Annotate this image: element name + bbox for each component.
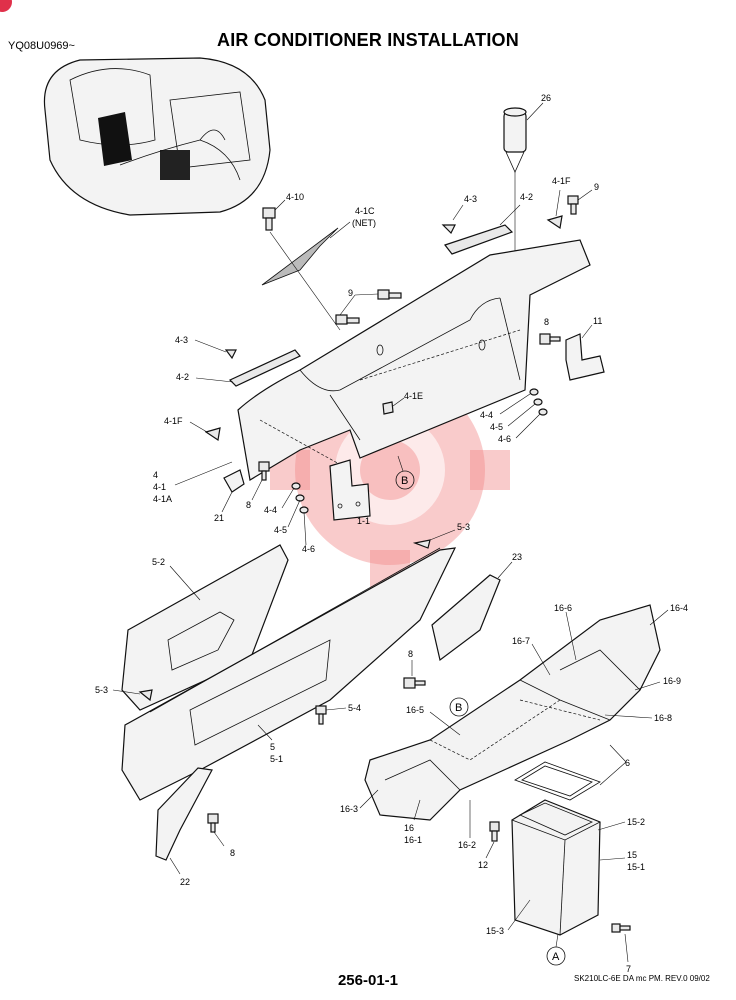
callout-4-1f-left: 4-1F [164, 416, 183, 426]
reference-a: A [552, 951, 560, 963]
callout-7: 7 [626, 964, 631, 974]
callout-4-6-left: 4-6 [302, 544, 315, 554]
bolt-8-middle: 8 [403, 649, 426, 689]
callout-16-5: 16-5 [406, 705, 424, 715]
callout-23: 23 [512, 552, 522, 562]
callout-4-3-left: 4-3 [175, 335, 188, 345]
callout-4-6-right: 4-6 [498, 434, 511, 444]
callout-4-1e: 4-1E [404, 391, 423, 401]
bracket-11: 8 11 [539, 316, 605, 381]
bracket-1-1: 1-1 B [329, 455, 415, 526]
bracket-23: 23 [431, 552, 522, 662]
callout-4-1: 4-1 [153, 482, 166, 492]
callout-15-2: 15-2 [627, 817, 645, 827]
callout-21: 21 [214, 513, 224, 523]
callout-15-3: 15-3 [486, 926, 504, 936]
callout-4-2-left: 4-2 [176, 372, 189, 382]
callout-4-3-upper: 4-3 [464, 194, 477, 204]
bracket-22: 8 22 [155, 767, 235, 887]
callout-5: 5 [270, 742, 275, 752]
callout-16-9: 16-9 [663, 676, 681, 686]
callout-8-right: 8 [544, 317, 549, 327]
callout-16-2: 16-2 [458, 840, 476, 850]
document-code: YQ08U0969~ [8, 40, 75, 52]
bolts-9: 9 [335, 288, 402, 325]
callout-4-1a: 4-1A [153, 494, 172, 504]
callout-4-4-right: 4-4 [480, 410, 493, 420]
page-number: 256-01-1 [337, 972, 399, 989]
callout-5-4: 5-4 [348, 703, 361, 713]
air-duct-16: 16-6 16-4 16-7 16-9 16-8 16-5 B 16-3 16 … [340, 603, 688, 850]
left-fixings: 4-1F 4 4-1 4-1A 21 8 [153, 416, 270, 523]
washers-left: 4-4 4-5 4-6 [264, 482, 315, 554]
callout-5-3-upper: 5-3 [457, 522, 470, 532]
callout-5-2: 5-2 [152, 557, 165, 567]
callout-16-1: 16-1 [404, 835, 422, 845]
washers-right: 4-4 4-5 4-6 [480, 388, 548, 444]
callout-11: 11 [593, 316, 602, 326]
reference-b-lower: B [455, 702, 462, 714]
reference-b-upper: B [401, 475, 408, 487]
callout-16-6: 16-6 [554, 603, 572, 613]
gaskets-6: 6 [514, 744, 630, 801]
callout-8-lower: 8 [230, 848, 235, 858]
filter-net-4-1c: 4-1C (NET) [261, 206, 376, 286]
callout-26: 26 [541, 93, 551, 103]
callout-4-5-right: 4-5 [490, 422, 503, 432]
callout-16-3: 16-3 [340, 804, 358, 814]
callout-12: 12 [478, 860, 488, 870]
callout-1-1: 1-1 [357, 516, 370, 526]
callout-8-left-upper: 8 [246, 500, 251, 510]
screw-7: 7 [611, 923, 631, 974]
callout-5-3-lower: 5-3 [95, 685, 108, 695]
callout-4-2-upper: 4-2 [520, 192, 533, 202]
callout-4-1c: 4-1C [355, 206, 375, 216]
sealant-tube-26: 26 [503, 93, 551, 255]
callout-4: 4 [153, 470, 158, 480]
screw-5-4: 5-4 [315, 703, 361, 725]
grommet-4-1e: 4-1E [382, 391, 423, 415]
callout-4-4-left: 4-4 [264, 505, 277, 515]
page-title: AIR CONDITIONER INSTALLATION [217, 30, 519, 50]
cover-plate-4-2-upper: 4-2 4-3 4-1F 9 [441, 176, 599, 255]
callout-net: (NET) [352, 218, 376, 228]
callout-16-4: 16-4 [670, 603, 688, 613]
blower-housing-4 [237, 239, 591, 481]
footer-note: SK210LC-6E DA mc PM. REV.0 09/02 [574, 974, 710, 983]
callout-6: 6 [625, 758, 630, 768]
corner-badge [0, 0, 12, 12]
callout-4-10: 4-10 [286, 192, 304, 202]
callout-15: 15 [627, 850, 637, 860]
callout-22: 22 [180, 877, 190, 887]
screw-12: 12 [478, 821, 500, 870]
callout-4-1f-upper: 4-1F [552, 176, 571, 186]
callout-16: 16 [404, 823, 414, 833]
callout-5-1: 5-1 [270, 754, 283, 764]
front-panel-5: 5-3 5-2 5-3 5 5-1 [95, 522, 470, 801]
callout-4-5-left: 4-5 [274, 525, 287, 535]
bolt-4-10: 4-10 [262, 192, 341, 331]
cab-inset-illustration [43, 57, 271, 216]
duct-15: 15-2 15 15-1 15-3 A [486, 799, 645, 966]
callout-9-lower: 9 [348, 288, 353, 298]
callout-15-1: 15-1 [627, 862, 645, 872]
callout-8-middle: 8 [408, 649, 413, 659]
callout-16-7: 16-7 [512, 636, 530, 646]
cover-plate-4-2-left: 4-3 4-2 [175, 335, 301, 387]
callout-16-8: 16-8 [654, 713, 672, 723]
callout-9-upper: 9 [594, 182, 599, 192]
